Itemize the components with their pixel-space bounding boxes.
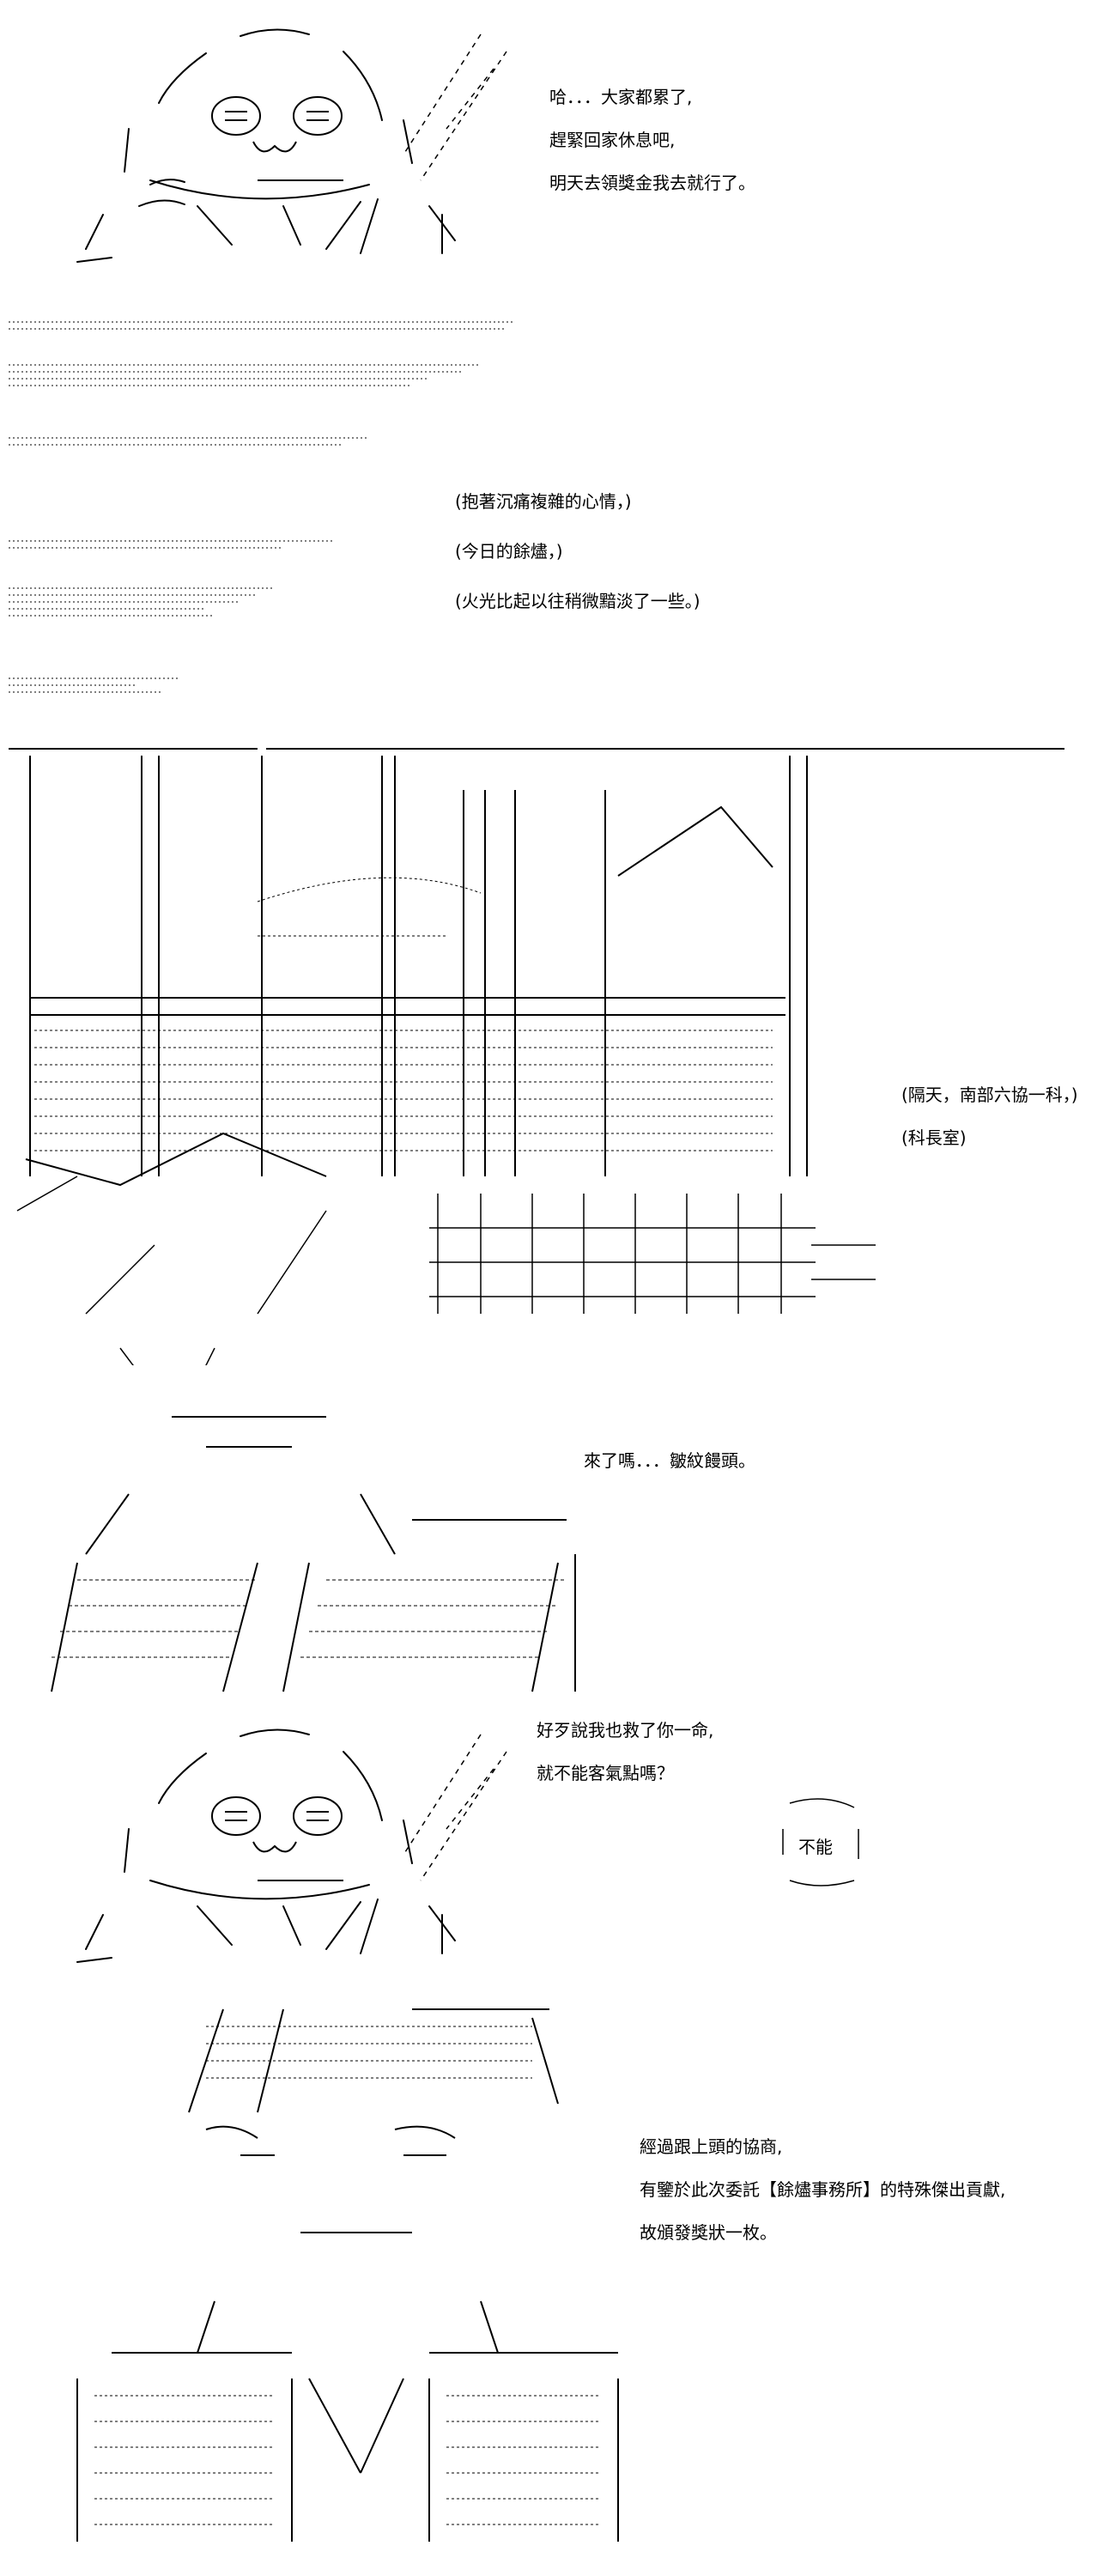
speech-bubble-outline <box>782 1798 859 1886</box>
panel-1-dialogue: 哈．．．大家都累了, 趕緊回家休息吧, 明天去領獎金我去就行了。 <box>549 76 755 204</box>
panel-3-narration: (隔天，南部六協一科，) (科長室) <box>901 1073 1078 1159</box>
narration-line: (科長室) <box>901 1127 967 1148</box>
panel-2: (抱著沉痛複雜的心情，) (今日的餘燼，) (火光比起以往稍微黯淡了一些。) <box>0 292 1116 730</box>
desk-character-art <box>51 1416 576 1692</box>
dialogue-line: 趕緊回家休息吧, <box>549 130 676 150</box>
panel-4-dialogue: 來了嗎．．．皺紋饅頭。 <box>584 1450 755 1471</box>
narration-line: (隔天，南部六協一科，) <box>901 1084 1078 1105</box>
panel-2-narration: (抱著沉痛複雜的心情，) (今日的餘燼，) (火光比起以往稍微黯淡了一些。) <box>455 477 701 626</box>
speech-bubble-text: 不能 <box>798 1837 833 1857</box>
embers-dot-art <box>9 321 515 693</box>
dialogue-line: 明天去領獎金我去就行了。 <box>549 173 755 193</box>
narration-line: (抱著沉痛複雜的心情，) <box>455 491 632 512</box>
round-character-art <box>76 28 507 263</box>
panel-5: 好歹說我也救了你一命, 就不能客氣點嗎？ 不能 <box>0 1700 1116 1992</box>
office-window-art <box>9 748 1064 1365</box>
panel-6: 經過跟上頭的協商, 有鑒於此次委託【餘燼事務所】的特殊傑出貢獻, 故頒發獎狀一枚… <box>0 1992 1116 2576</box>
narration-line: 有鑒於此次委託【餘燼事務所】的特殊傑出貢獻, <box>640 2179 1006 2200</box>
panel-5-dialogue: 好歹說我也救了你一命, 就不能客氣點嗎？ <box>537 1709 713 1795</box>
panel-3: (隔天，南部六協一科，) (科長室) <box>0 730 1116 1365</box>
narration-line: 故頒發獎狀一枚。 <box>640 2222 777 2243</box>
round-character-art-2 <box>76 1728 859 1963</box>
narration-line: (火光比起以往稍微黯淡了一些。) <box>455 591 701 611</box>
dialogue-line: 就不能客氣點嗎？ <box>537 1763 674 1783</box>
dialogue-line: 好歹說我也救了你一命, <box>537 1720 714 1741</box>
narration-line: 經過跟上頭的協商, <box>640 2136 783 2157</box>
panel-1: 哈．．．大家都累了, 趕緊回家休息吧, 明天去領獎金我去就行了。 <box>0 0 1116 292</box>
panel-6-narration: 經過跟上頭的協商, 有鑒於此次委託【餘燼事務所】的特殊傑出貢獻, 故頒發獎狀一枚… <box>640 2125 1005 2254</box>
dialogue-line: 哈．．．大家都累了, <box>549 87 693 107</box>
panel-4: 來了嗎．．．皺紋饅頭。 <box>0 1365 1116 1700</box>
narration-line: (今日的餘燼，) <box>455 541 563 562</box>
award-character-art <box>76 2008 619 2542</box>
